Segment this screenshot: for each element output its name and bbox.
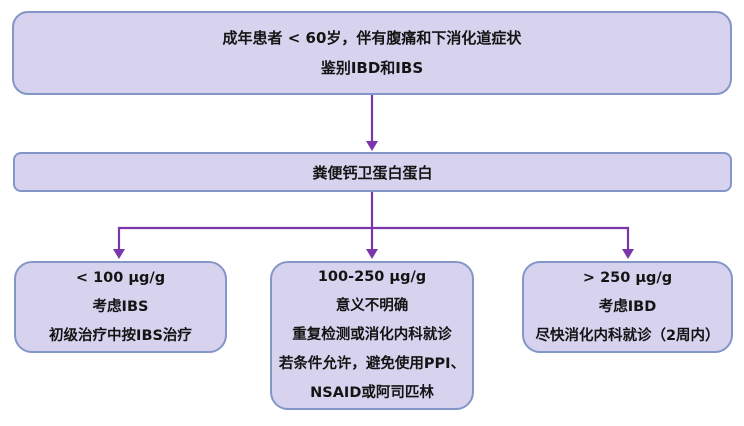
test-box: 粪便钙卫蛋白蛋白 [13,152,732,192]
arrowhead-down-icon [622,249,634,259]
branch-box-intermediate: 100-250 μg/g 意义不明确 重复检测或消化内科就诊 若条件允许，避免使… [270,261,474,410]
branch-mid-line-2: 意义不明确 [335,298,409,314]
branch-low-line-3: 初级治疗中按IBS治疗 [49,327,192,344]
branch-mid-line-5: NSAID或阿司匹林 [310,385,434,401]
top-box: 成年患者 < 60岁，伴有腹痛和下消化道症状 鉴别IBD和IBS [12,11,732,95]
branch-mid-line-4: 若条件允许，避免使用PPI、 [278,356,466,372]
branch-mid-value: 100-250 μg/g [317,269,427,285]
arrowhead-down-icon [113,249,125,259]
arrowhead-down-icon [366,249,378,259]
branch-low-line-2: 考虑IBS [92,298,149,315]
arrowhead-down-icon [366,141,378,151]
connector-branch-line [117,226,630,249]
branch-low-value: < 100 μg/g [75,269,166,286]
branch-high-line-2: 考虑IBD [598,298,657,315]
branch-mid-line-3: 重复检测或消化内科就诊 [292,327,452,343]
test-box-label: 粪便钙卫蛋白蛋白 [312,163,433,182]
branch-high-value: > 250 μg/g [582,269,673,286]
branch-box-low: < 100 μg/g 考虑IBS 初级治疗中按IBS治疗 [14,261,227,353]
branch-high-line-3: 尽快消化内科就诊（2周内） [535,327,720,344]
top-box-line-2: 鉴别IBD和IBS [320,59,424,77]
top-box-line-1: 成年患者 < 60岁，伴有腹痛和下消化道症状 [222,29,522,47]
branch-box-high: > 250 μg/g 考虑IBD 尽快消化内科就诊（2周内） [522,261,733,353]
